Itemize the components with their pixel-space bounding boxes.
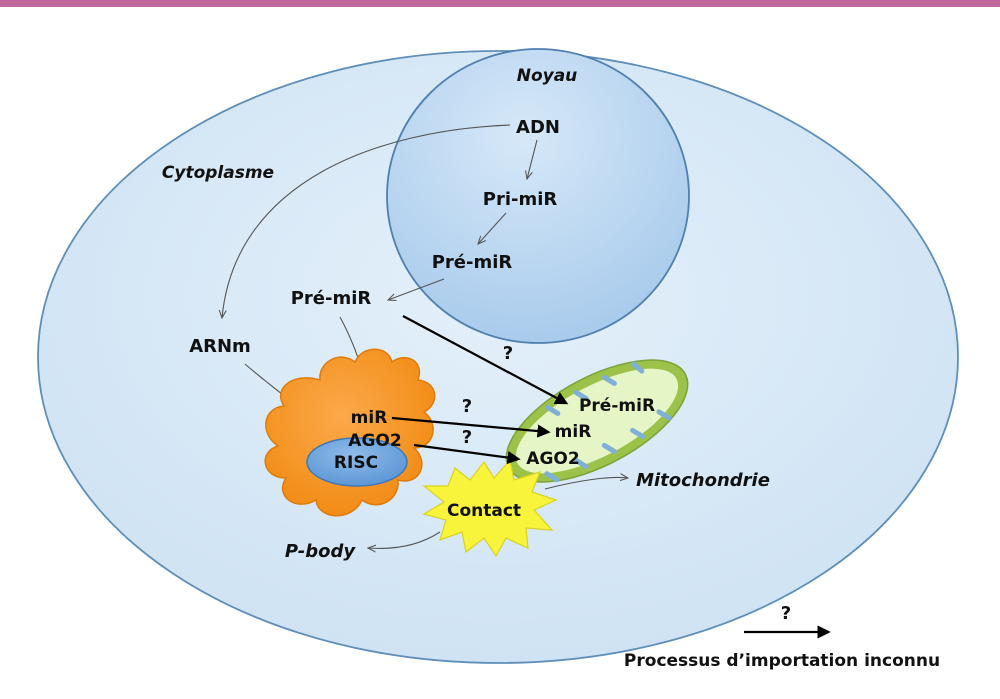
label-noyau: Noyau: [517, 66, 578, 86]
label-mitochondrie: Mitochondrie: [636, 470, 770, 491]
arrow-ago2-to-mito: [413, 443, 521, 465]
label-premir-nucleus: Pré-miR: [432, 252, 513, 273]
top-bar: [0, 0, 1000, 7]
label-primir: Pri-miR: [483, 189, 558, 210]
arrow-adn-to-primir: [527, 139, 538, 179]
legend-question-mark: ?: [781, 603, 791, 624]
label-contact: Contact: [447, 501, 521, 521]
question-mark-3: ?: [462, 427, 472, 448]
label-cytoplasme: Cytoplasme: [162, 163, 274, 183]
label-ago2: AGO2: [348, 431, 401, 451]
label-mito-mir: miR: [555, 422, 592, 442]
cell-membrane: [37, 50, 959, 664]
thin-arrows: [222, 124, 628, 548]
label-premir-cytoplasm: Pré-miR: [291, 288, 372, 309]
legend-text: Processus d’importation inconnu: [624, 651, 940, 671]
arrow-mir-to-mito: [391, 416, 551, 438]
label-pbody: P-body: [285, 541, 356, 562]
arrow-adn-to-arnm: [222, 124, 511, 318]
arrow-premir-export: [388, 278, 445, 300]
label-mir: miR: [351, 408, 388, 428]
label-mito-premir: Pré-miR: [579, 396, 655, 416]
label-mito-ago2: AGO2: [526, 449, 579, 469]
arrow-contact-to-pbody: [368, 531, 441, 548]
arrow-primir-to-premir: [478, 212, 507, 244]
arrow-contact-to-mitochondrie: [544, 477, 628, 490]
nucleus: [386, 48, 690, 344]
mitochondria: [505, 359, 689, 483]
risc-complex: [306, 437, 408, 487]
bold-arrows: [391, 315, 569, 465]
label-risc: RISC: [334, 453, 378, 473]
arrow-premir-to-mito: [402, 315, 569, 405]
label-arnm: ARNm: [189, 336, 251, 357]
question-mark-1: ?: [503, 343, 513, 364]
question-mark-2: ?: [462, 396, 472, 417]
label-adn: ADN: [516, 117, 560, 138]
